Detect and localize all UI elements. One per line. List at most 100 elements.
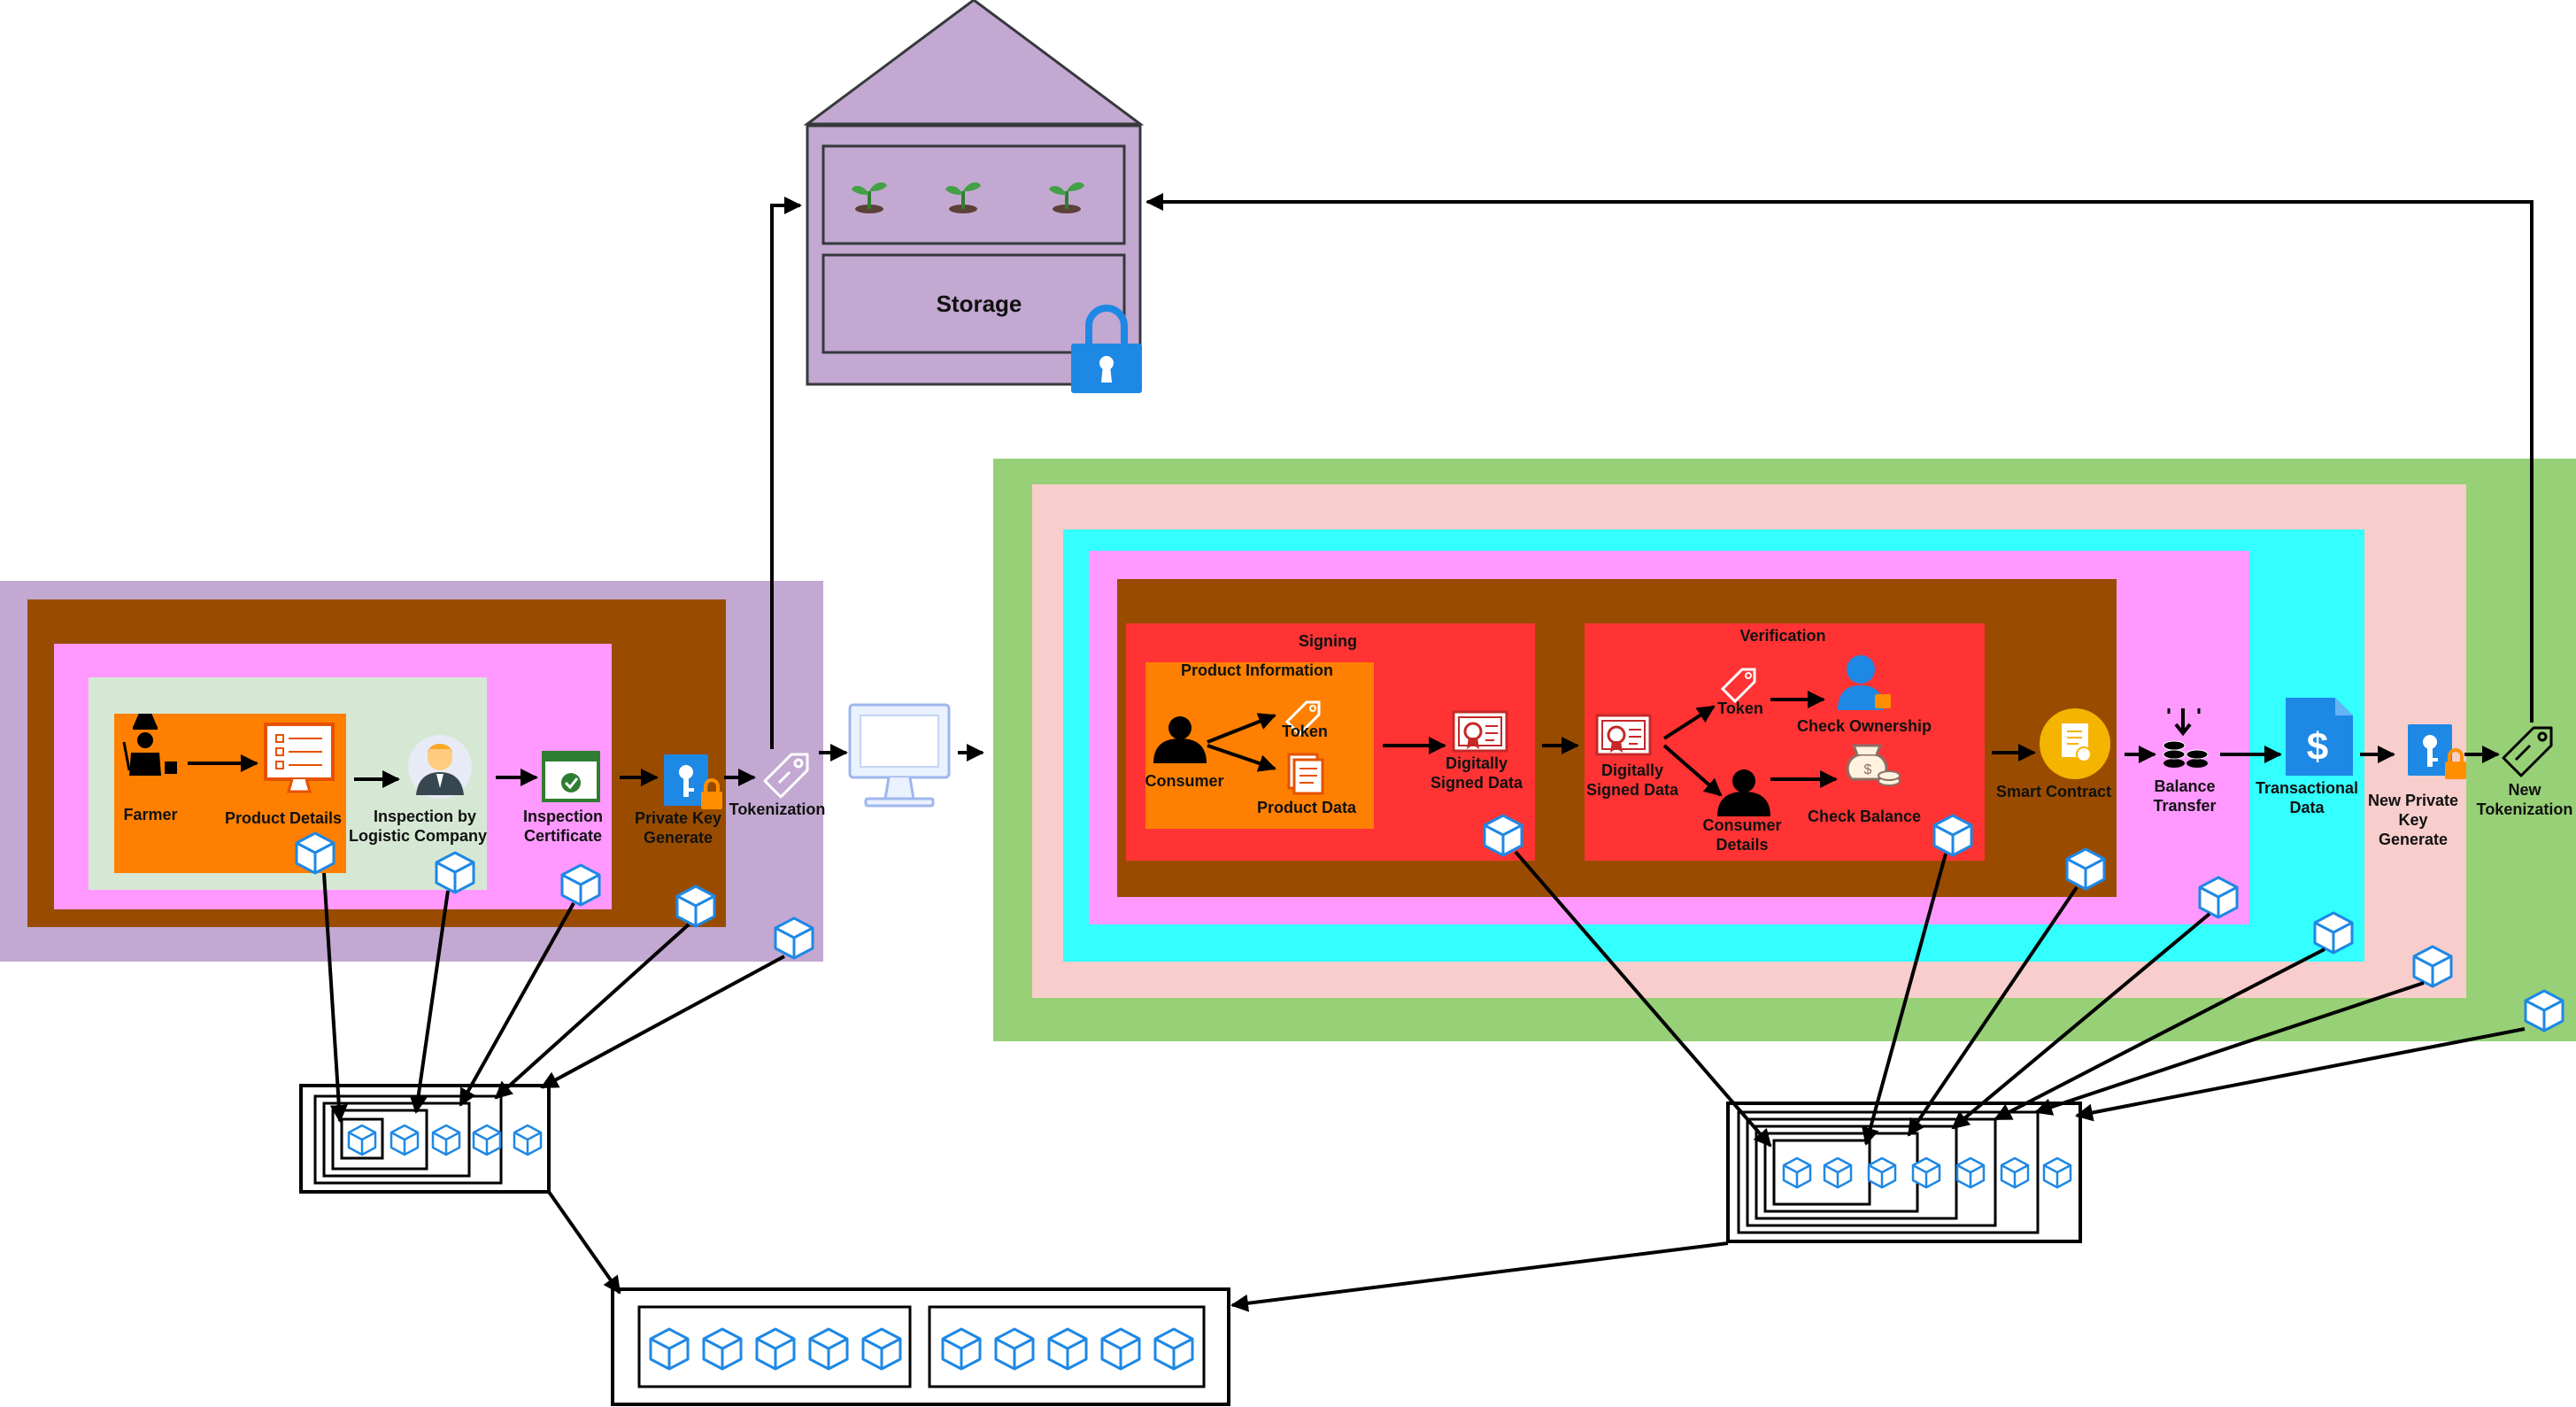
block-cube-icon	[1932, 814, 1973, 857]
chain-cube-icon	[431, 1124, 461, 1156]
verify-signed-line2: Signed Data	[1586, 781, 1679, 799]
block-connector-arrows	[322, 850, 2526, 1312]
token-icon	[1284, 700, 1321, 737]
digitally-signed-line2: Signed Data	[1431, 774, 1523, 792]
transactional-data-icon: $	[2286, 698, 2353, 776]
farmer-icon	[122, 714, 177, 776]
storage-label: Storage	[937, 290, 1022, 317]
block-cube-icon	[2065, 847, 2106, 891]
chain-cube-icon	[861, 1327, 902, 1371]
block-cube-icon	[560, 863, 601, 907]
check-balance-label: Check Balance	[1808, 808, 1921, 825]
private-key-line2: Generate	[644, 829, 713, 847]
new-token-tag-icon	[2502, 726, 2553, 777]
tokenization-to-storage-arrow	[770, 197, 802, 749]
inspection-label-line1: Inspection by	[374, 808, 476, 825]
product-information-title: Product Information	[1181, 661, 1333, 679]
verify-token-icon	[1720, 668, 1756, 704]
block-cube-icon	[2313, 911, 2354, 955]
chain-cube-icon	[347, 1124, 377, 1156]
farmer-label: Farmer	[123, 806, 177, 823]
block-cube-icon	[2524, 989, 2564, 1032]
chain-cube-icon	[472, 1124, 502, 1156]
transactional-data-line1: Transactional	[2256, 779, 2358, 797]
chain-cube-icon	[1047, 1327, 1088, 1371]
token-label: Token	[1282, 723, 1328, 740]
consumer-details-line2: Details	[1716, 836, 1768, 854]
consumer-to-token-arrow	[1207, 713, 1276, 744]
verify-to-consumer-details-arrow	[1662, 744, 1723, 797]
new-private-key-line2: Key	[2398, 811, 2427, 829]
chain-cube-icon	[2042, 1156, 2072, 1189]
transactional-data-line2: Data	[2289, 799, 2325, 816]
new-private-key-line3: Generate	[2379, 831, 2448, 848]
inspection-label-line2: Logistic Company	[349, 827, 487, 845]
balance-transfer-icon	[2163, 708, 2209, 768]
verification-title: Verification	[1739, 627, 1825, 645]
chain-cube-icon	[808, 1327, 849, 1371]
block-cube-icon	[675, 885, 716, 928]
new-tokenization-to-storage-arrow	[1145, 193, 2534, 723]
svg-text:$: $	[2307, 725, 2328, 769]
right-chain-box	[1726, 1102, 2082, 1243]
verify-token-label: Token	[1717, 700, 1763, 717]
chain-cube-icon	[1153, 1327, 1194, 1371]
product-data-icon	[1287, 753, 1324, 795]
smart-contract-icon	[2040, 708, 2110, 779]
inspection-certificate-line2: Certificate	[524, 827, 602, 845]
inspection-certificate-icon	[542, 751, 600, 802]
monitor-icon	[848, 703, 951, 808]
chain-cube-icon	[2000, 1156, 2030, 1189]
inspection-certificate-line1: Inspection	[523, 808, 603, 825]
new-tokenization-line2: Tokenization	[2477, 800, 2573, 818]
storage-warehouse: Storage	[803, 0, 1145, 393]
chain-cube-icon	[755, 1327, 796, 1371]
verify-certificate-icon	[1595, 714, 1652, 756]
verify-signed-line1: Digitally	[1601, 761, 1663, 779]
chain-cube-icon	[994, 1327, 1035, 1371]
private-key-line1: Private Key	[635, 809, 721, 827]
chain-cube-icon	[702, 1327, 743, 1371]
chain-cube-icon	[1955, 1156, 1986, 1189]
tokenization-label: Tokenization	[729, 800, 826, 818]
digitally-signed-certificate-icon	[1452, 710, 1508, 753]
product-data-label: Product Data	[1257, 799, 1357, 816]
final-blockchain-box	[611, 1287, 1230, 1406]
new-private-key-line1: New Private	[2368, 792, 2458, 809]
inspector-avatar-icon	[408, 735, 472, 799]
balance-transfer-line2: Transfer	[2153, 797, 2216, 815]
smart-contract-label: Smart Contract	[1996, 783, 2111, 800]
svg-text:$: $	[1864, 762, 1872, 777]
balance-transfer-line1: Balance	[2154, 777, 2215, 795]
chain-cube-icon	[1867, 1156, 1897, 1189]
digitally-signed-line1: Digitally	[1446, 754, 1508, 772]
check-ownership-label: Check Ownership	[1797, 717, 1932, 735]
left-flow-arrows	[188, 751, 823, 788]
signing-title: Signing	[1299, 632, 1357, 650]
block-cube-icon	[774, 916, 814, 960]
block-cube-icon	[1483, 814, 1523, 857]
check-ownership-icon	[1838, 655, 1891, 710]
product-details-icon	[264, 723, 335, 793]
chain-cube-icon	[1911, 1156, 1941, 1189]
lock-icon	[1071, 305, 1142, 393]
chain-cube-icon	[389, 1124, 420, 1156]
chain-cube-icon	[941, 1327, 982, 1371]
chain-cube-icon	[513, 1124, 543, 1156]
chain-cube-icon	[1823, 1156, 1853, 1189]
consumer-label: Consumer	[1145, 772, 1223, 790]
consumer-to-product-data-arrow	[1207, 744, 1276, 772]
new-tokenization-line1: New	[2508, 781, 2541, 799]
block-cube-icon	[2412, 945, 2453, 988]
product-details-label: Product Details	[225, 809, 342, 827]
chain-cube-icon	[1782, 1156, 1812, 1189]
block-cube-icon	[2198, 876, 2239, 919]
chain-cube-icon	[649, 1327, 690, 1371]
chain-cube-icon	[1100, 1327, 1141, 1371]
check-balance-icon: $	[1846, 744, 1901, 786]
block-cube-icon	[435, 851, 475, 894]
consumer-details-line1: Consumer	[1702, 816, 1781, 834]
block-cube-icon	[295, 831, 335, 875]
verify-to-token-arrow	[1662, 705, 1716, 740]
